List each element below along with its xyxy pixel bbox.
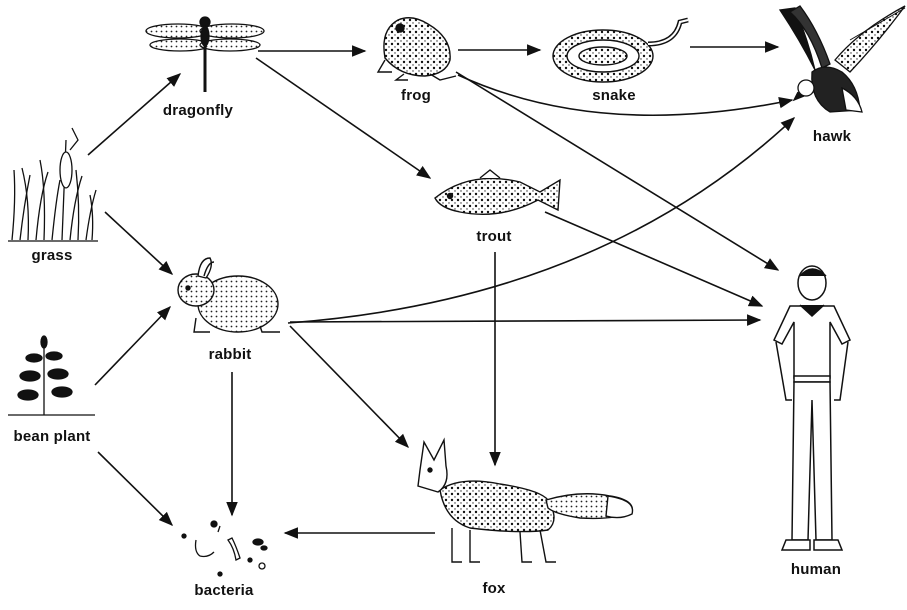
label-human: human	[791, 561, 841, 578]
label-fox: fox	[482, 580, 505, 597]
arrow-dragonfly-trout	[256, 58, 430, 178]
arrow-beanplant-bacteria	[98, 452, 172, 525]
human-icon	[774, 266, 850, 550]
bacteria-icon	[182, 521, 267, 576]
snake-icon	[553, 20, 688, 82]
arrow-trout-human	[545, 212, 762, 306]
label-bean-plant: bean plant	[13, 428, 90, 445]
dragonfly-icon	[146, 17, 264, 92]
label-grass: grass	[31, 247, 72, 264]
arrow-rabbit-hawk	[288, 118, 794, 323]
grass-icon	[8, 128, 98, 241]
bean-plant-icon	[8, 336, 95, 415]
label-frog: frog	[401, 87, 431, 104]
arrow-grass-rabbit	[105, 212, 172, 274]
label-rabbit: rabbit	[209, 346, 252, 363]
frog-icon	[378, 18, 456, 80]
trout-icon	[435, 170, 560, 214]
hawk-icon	[780, 6, 905, 112]
label-snake: snake	[592, 87, 636, 104]
arrow-rabbit-human	[290, 320, 760, 322]
arrow-beanplant-rabbit	[95, 307, 170, 385]
label-hawk: hawk	[813, 128, 851, 145]
fox-icon	[418, 440, 633, 562]
arrow-rabbit-fox	[290, 326, 408, 447]
label-bacteria: bacteria	[194, 582, 253, 599]
label-trout: trout	[476, 228, 511, 245]
rabbit-icon	[178, 258, 280, 332]
label-dragonfly: dragonfly	[163, 102, 233, 119]
